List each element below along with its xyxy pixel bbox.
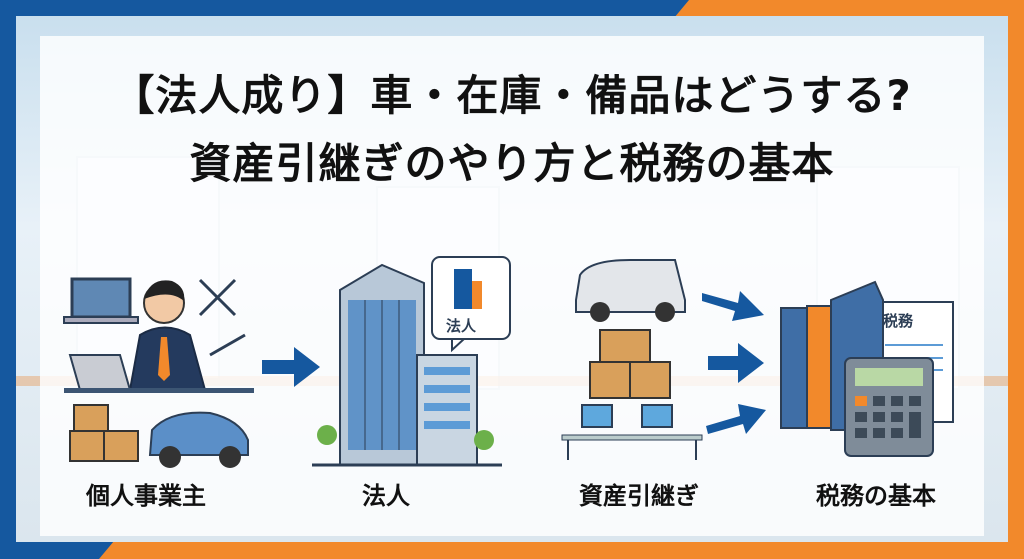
arrow-right-icon [708,343,764,383]
label-corporation: 法人 [362,482,410,510]
tax-document-label: 税務 [883,312,914,330]
orange-frame-right [1008,0,1024,559]
label-tax-basics: 税務の基本 [816,482,936,510]
asset-transfer-illustration [561,259,703,460]
label-asset-transfer: 資産引継ぎ [579,482,699,510]
corporate-badge-label: 法人 [446,317,477,335]
arrow-up-right-icon [702,291,764,321]
label-sole-proprietor: 個人事業主 [86,482,206,510]
sole-proprietor-illustration [63,277,254,468]
corporate-building-illustration [312,256,511,467]
title-line-2: 資産引継ぎのやり方と税務の基本 [189,139,835,188]
arrow-down-right-icon [706,404,766,434]
arrow-right-icon [262,347,320,387]
tax-documents-illustration [780,280,954,457]
title-line-1: 【法人成り】車・在庫・備品はどうする? [112,71,912,120]
